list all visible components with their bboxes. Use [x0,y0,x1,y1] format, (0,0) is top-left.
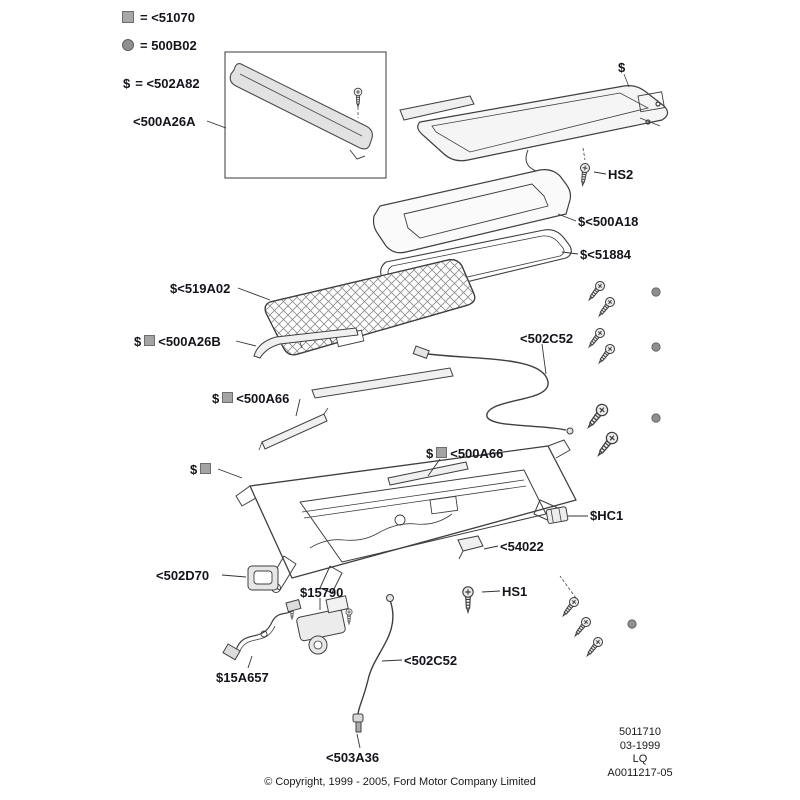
copyright-notice: © Copyright, 1999 - 2005, Ford Motor Com… [264,776,536,788]
legend-text: = <502A82 [135,76,200,91]
rail-500A26B [253,327,359,359]
part-label-51884: $<51884 [580,247,631,262]
drain-tube-lower-502C52 [357,594,394,715]
part-label-503A36: <503A36 [326,750,380,765]
fastener-dot-icon [627,619,637,629]
pad-502D70 [247,565,279,591]
part-label-HC1: $HC1 [590,508,624,523]
motor-15790 [296,595,349,655]
sunshade-detail-box [224,51,387,179]
ref-line: 03-1999 [619,739,661,752]
dollar-symbol: $ [134,334,142,349]
mesh-sunshade-519A02 [264,259,476,356]
gray-square-icon [222,392,234,403]
fastener-dot-icon [651,413,661,423]
gray-square-icon [144,335,156,346]
part-label-500A26A: <500A26A [133,114,196,129]
legend-row-500B02: = 500B02 [122,38,197,53]
part-label-500A26B: $<500A26B [134,334,221,349]
motor-screw-icon [345,608,353,625]
part-label-502C52-lower: <502C52 [404,653,458,668]
legend-row-502A82: $ = <502A82 [123,76,200,91]
gray-dot-icon [122,39,134,51]
part-label-502D70: <502D70 [156,568,210,583]
screw-cluster-second [585,326,617,367]
glass-seal-frame-500A18 [372,169,572,254]
hs2-screw-icon [577,162,591,187]
part-label-15790: $15790 [300,585,344,600]
bracket-54022 [457,535,484,560]
rail-500A66-left [258,407,329,451]
hs1-screw-icon [462,586,474,613]
sunshade-screw-icon [353,87,363,108]
fastener-dot-icon [651,342,661,352]
part-label-15A657: $15A657 [216,670,269,685]
clip-hc1 [545,506,569,524]
part-label-HS2: HS2 [608,167,634,182]
harness-15A657 [222,599,302,661]
part-label-500A66-center: $<500A66 [426,446,504,461]
ref-line: A0011217-05 [607,766,673,779]
rail-500A66-center [387,461,469,486]
dollar-symbol: $ [123,76,131,91]
legend-row-51070: = <51070 [122,10,195,25]
drawing-reference-block: 5011710 03-1999 LQ A0011217-05 [598,726,682,780]
part-label-500A18: $<500A18 [578,214,639,229]
legend-text: = 500B02 [140,38,197,53]
gray-square-icon [122,11,134,23]
dollar-symbol: $ [190,462,198,477]
part-label-HS1: HS1 [502,584,528,599]
dollar-symbol: $ [426,446,434,461]
part-label-500A66-left: $<500A66 [212,391,290,406]
plug-503A36 [352,713,364,733]
fastener-dot-icon [651,287,661,297]
part-label-54022: <54022 [500,539,544,554]
dollar-symbol: $ [212,391,220,406]
part-label-frame-marker: $ [190,462,214,477]
bolt-cluster-middle [583,401,621,460]
drain-cable-upper-502C52 [412,345,574,435]
legend-text: = <51070 [140,10,195,25]
main-frame-assembly [235,439,577,599]
screw-cluster-bottom [559,595,605,660]
part-label-519A02: $<519A02 [170,281,231,296]
part-label-502C52-upper: <502C52 [520,331,574,346]
gray-square-icon [200,463,212,474]
part-label-dollar-glass: $ [618,60,626,75]
guide-rail [311,367,454,399]
ref-line: 5011710 [618,726,661,738]
screw-cluster-top [585,279,617,320]
ref-line: LQ [632,753,648,765]
leader-lines [206,120,607,749]
gray-square-icon [436,447,448,458]
